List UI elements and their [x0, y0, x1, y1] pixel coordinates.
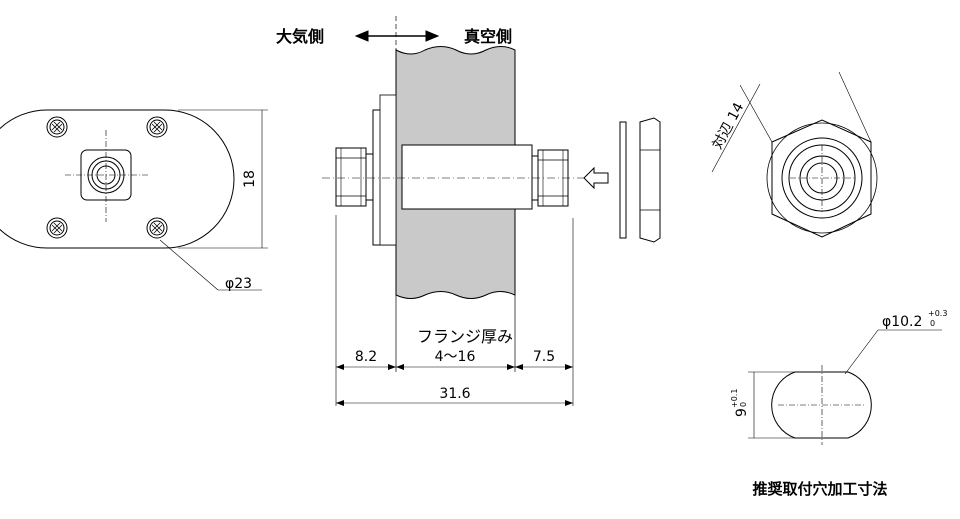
front-view: [0, 109, 268, 291]
side-view: [322, 16, 661, 406]
screw-top-right-icon: [146, 116, 168, 138]
dim-4-16-label: 4～16: [435, 349, 476, 365]
hole-flat-label: 9: [734, 408, 750, 417]
hex-nut-view: [711, 71, 878, 238]
flange-thickness-label: フランジ厚み: [417, 327, 513, 346]
recommended-hole-view: [748, 329, 942, 445]
vacuum-side-label: 真空側: [464, 27, 512, 46]
hole-diameter-label: φ10.2: [882, 314, 922, 330]
screw-top-left-icon: [46, 116, 68, 138]
dim-8-2-label: 8.2: [355, 349, 377, 365]
screw-bottom-left-icon: [46, 217, 68, 239]
hole-diameter-tol-upper: +0.3: [928, 309, 947, 318]
hole-diameter-tol-lower: 0: [930, 319, 935, 328]
flange-outline: [0, 109, 235, 249]
dim-31-6-label: 31.6: [439, 386, 470, 402]
across-flats-label: 対辺 14: [710, 100, 748, 152]
dim-7-5-label: 7.5: [533, 349, 555, 365]
hole-flat-tol-upper: +0.1: [730, 389, 739, 408]
recommended-hole-caption: 推奨取付穴加工寸法: [752, 480, 887, 498]
screw-bottom-right-icon: [146, 217, 168, 239]
dim-height-label: 18: [242, 170, 258, 188]
atmosphere-side-label: 大気側: [276, 27, 324, 46]
hole-flat-dim-group: 9 +0.1 0: [730, 389, 750, 417]
hole-flat-tol-lower: 0: [739, 402, 748, 407]
dim-diameter-label: φ23: [225, 276, 252, 292]
insert-arrow-icon: [583, 166, 609, 190]
